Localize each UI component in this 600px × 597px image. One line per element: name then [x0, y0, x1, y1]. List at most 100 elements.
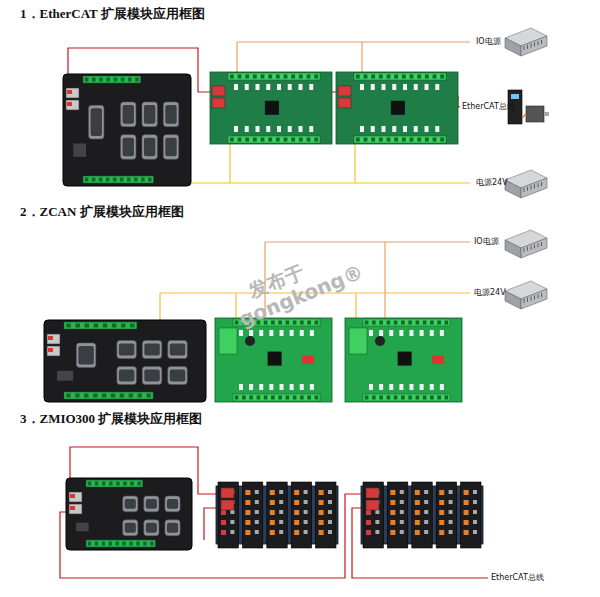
terminal-screw	[387, 321, 391, 325]
power-24v-wire	[235, 293, 236, 320]
terminal-screw	[121, 78, 125, 82]
indicator-led	[280, 330, 284, 336]
indicator-led	[288, 126, 292, 132]
terminal-hole	[473, 520, 477, 524]
terminal-lever	[439, 510, 444, 515]
psu-front	[521, 36, 547, 56]
terminal-screw	[284, 75, 288, 79]
terminal-screw	[242, 396, 246, 400]
db-connector-inner	[91, 108, 102, 136]
terminal-hole	[473, 530, 477, 534]
terminal-hole	[449, 530, 453, 534]
ethernet-port	[366, 500, 379, 510]
db-connector	[121, 135, 136, 160]
indicator-led	[269, 330, 273, 336]
terminal-lever	[245, 510, 250, 515]
io-power-wire	[237, 41, 470, 42]
io-slice	[267, 482, 287, 548]
terminal-screw	[356, 75, 360, 79]
terminal-screw	[423, 396, 427, 400]
terminal-screw	[102, 542, 105, 546]
indicator-led	[310, 330, 314, 336]
terminal-screw	[387, 396, 391, 400]
indicator-led	[392, 126, 396, 132]
indicator-led	[259, 330, 263, 336]
terminal-hole	[279, 490, 283, 494]
indicator-led	[299, 84, 303, 90]
db-connector-inner	[167, 499, 178, 509]
indicator-led	[239, 384, 243, 390]
indicator-led	[300, 330, 304, 336]
psu-terminal	[534, 295, 535, 299]
indicator-led	[379, 330, 383, 336]
ethernet-port	[212, 86, 225, 96]
indicator-led	[290, 330, 294, 336]
db-connector	[142, 341, 161, 359]
io-power-wire	[384, 242, 385, 320]
terminal-screw	[387, 138, 391, 142]
ethernet-port	[221, 488, 234, 498]
terminal-lever	[415, 520, 420, 525]
chip	[268, 352, 282, 366]
terminal-screw	[127, 178, 131, 182]
terminal-lever	[464, 510, 469, 515]
terminal-screw	[410, 75, 414, 79]
indicator-led	[234, 126, 238, 132]
db-connector	[142, 135, 157, 160]
device-label: IO电源	[476, 37, 501, 46]
indicator-led	[382, 126, 386, 132]
terminal-screw	[276, 75, 280, 79]
indicator-led	[277, 126, 281, 132]
terminal-screw	[121, 324, 126, 328]
psu-side	[505, 240, 521, 258]
db-connector-inner	[125, 499, 136, 509]
indicator-led	[440, 384, 444, 390]
ethernet-port	[47, 346, 60, 356]
terminal-screw	[278, 321, 282, 325]
psu-terminal	[538, 243, 539, 247]
io-power-wire	[361, 42, 362, 76]
terminal-screw	[425, 138, 429, 142]
db-connector	[168, 341, 187, 359]
terminal-screw	[95, 482, 99, 486]
db-connector-inner	[170, 370, 185, 382]
terminal-hole	[255, 500, 259, 504]
io-slice	[436, 482, 456, 548]
terminal-hole	[375, 510, 379, 514]
terminal-screw	[430, 396, 434, 400]
terminal-screw	[423, 321, 427, 325]
ethernet-port	[338, 86, 351, 96]
terminal-screw	[235, 396, 239, 400]
terminal-screw	[123, 482, 127, 486]
terminal-screw	[276, 138, 280, 142]
terminal-screw	[315, 321, 319, 325]
servo-display	[511, 94, 519, 99]
io-power-wire	[236, 42, 237, 76]
terminal-screw	[129, 542, 132, 546]
db-connector-inner	[165, 105, 176, 124]
ethernet-port	[338, 98, 351, 108]
section-heading: 2．ZCAN 扩展模块应用框图	[20, 205, 184, 220]
usb-port	[76, 523, 89, 532]
indicator-led	[309, 126, 313, 132]
terminal-screw	[120, 394, 124, 398]
terminal-screw	[371, 138, 375, 142]
terminal-hole	[328, 520, 332, 524]
io-slice	[242, 482, 262, 548]
db-connector-inner	[170, 344, 185, 356]
db-connector	[117, 367, 136, 385]
module-board	[345, 318, 462, 402]
module-board	[336, 72, 458, 144]
indicator-led	[288, 84, 292, 90]
terminal-screw	[307, 396, 311, 400]
db-connector	[142, 102, 157, 127]
terminal-screw	[286, 321, 290, 325]
motion-controller	[44, 320, 206, 402]
terminal-strip	[354, 73, 446, 80]
terminal-screw	[315, 396, 319, 400]
terminal-strip	[228, 136, 320, 143]
indicator-led	[403, 84, 407, 90]
zmio300-module	[361, 482, 483, 548]
terminal-screw	[437, 321, 441, 325]
psu-terminal	[538, 41, 539, 45]
